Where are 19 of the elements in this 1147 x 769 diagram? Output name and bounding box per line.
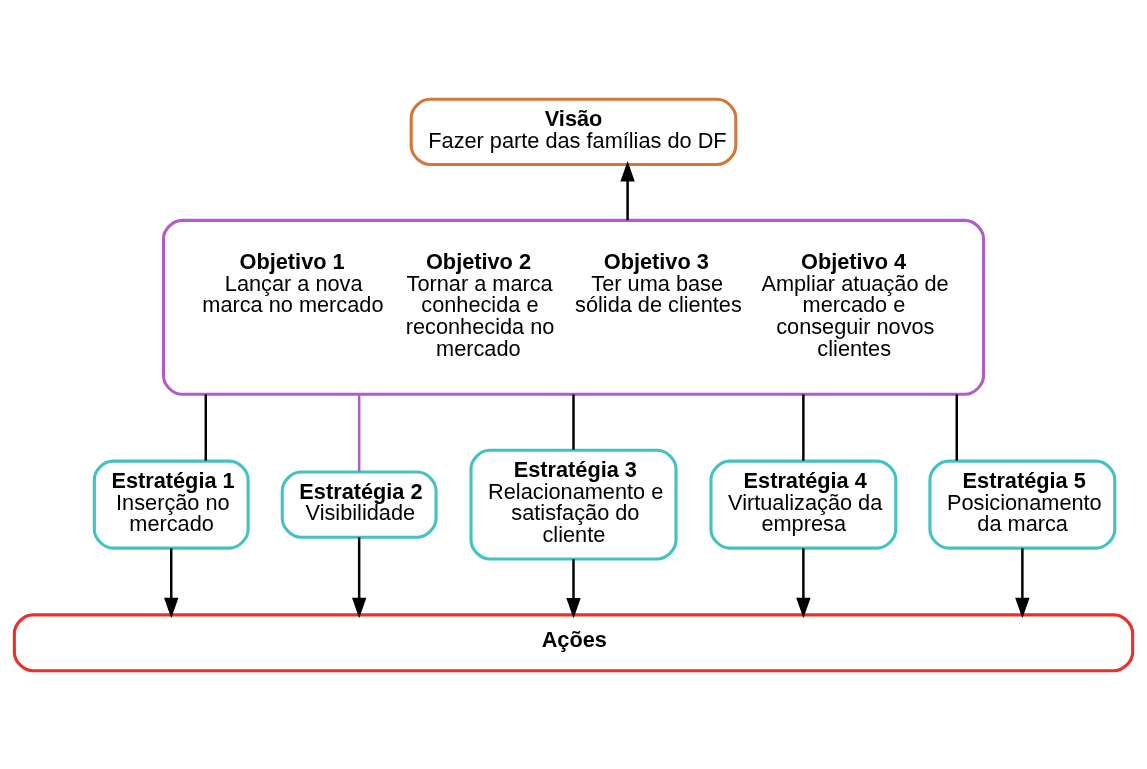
node-box: Objetivo 1 Lançar a nova marca no mercado Objetivo 2 Tornar a marca conhecida e reconhecida no mercado Objetivo 3 Ter uma base sólida de clientes Objetivo 4 Ampliar atuação de mercado e conseguir novos clientes	[161, 218, 986, 396]
node-box: Estratégia 3 Relacionamento e satisfação do cliente	[469, 448, 678, 560]
arrow	[164, 547, 179, 618]
node-box: Estratégia 5 Posicionamento da marca	[928, 459, 1117, 550]
connector	[204, 393, 208, 461]
node-box: Ações	[12, 612, 1135, 672]
arrow	[351, 536, 367, 618]
node-box: Estratégia 4 Virtualização da empresa	[709, 459, 898, 550]
connector	[357, 393, 361, 472]
arrow	[620, 160, 635, 220]
connector	[955, 393, 958, 461]
connector	[572, 393, 575, 450]
connector	[802, 393, 805, 461]
arrow	[566, 558, 581, 619]
node-box: Visão Fazer parte das famílias do DF	[409, 97, 738, 166]
arrow	[1015, 547, 1030, 618]
node-box: Estratégia 2 Visibilidade	[280, 469, 438, 539]
arrow	[796, 547, 811, 618]
node-box: Estratégia 1 Inserção no mercado	[92, 459, 250, 550]
